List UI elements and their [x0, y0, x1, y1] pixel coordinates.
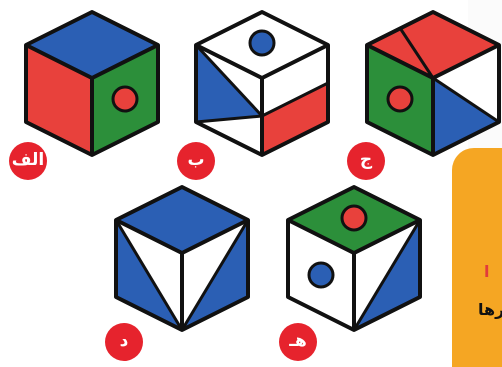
- cube-d: [116, 187, 248, 330]
- label-a-badge: الف: [8, 141, 48, 181]
- cube-b: [196, 12, 328, 155]
- cube-e: [288, 187, 420, 330]
- label-d-badge: د: [104, 322, 144, 362]
- cube-b-circle: [250, 31, 274, 55]
- cube-c-circle: [388, 87, 412, 111]
- label-c-badge: ج: [346, 141, 386, 181]
- label-d: د: [104, 322, 144, 362]
- label-b: ب: [176, 141, 216, 181]
- cube-c: [367, 12, 499, 155]
- cube-e-circle: [342, 206, 366, 230]
- label-a: الف: [8, 141, 48, 181]
- label-e: هـ: [278, 322, 318, 362]
- cube-e-left-circle: [309, 263, 333, 287]
- cube-a: [26, 12, 158, 155]
- cube-a-circle: [113, 87, 137, 111]
- label-c: ج: [346, 141, 386, 181]
- label-e-badge: هـ: [278, 322, 318, 362]
- label-b-badge: ب: [176, 141, 216, 181]
